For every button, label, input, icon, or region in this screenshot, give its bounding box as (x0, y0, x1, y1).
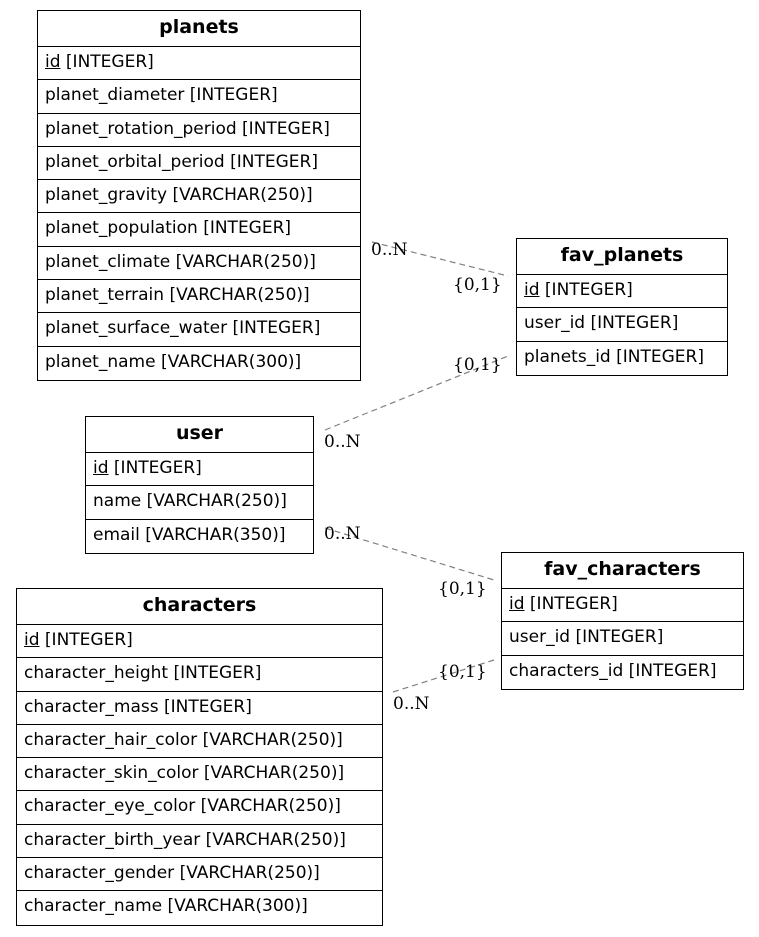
card-fav-planets-to-1: {0,1} (453, 275, 502, 295)
field-row: name [VARCHAR(250)] (86, 486, 313, 520)
field-row: id [INTEGER] (517, 275, 727, 309)
card-fav-characters-to-2: {0,1} (438, 662, 487, 682)
field-row: planet_gravity [VARCHAR(250)] (38, 180, 360, 214)
entity-title: user (86, 417, 313, 453)
field-row: planet_diameter [INTEGER] (38, 80, 360, 114)
card-planets-from: 0..N (371, 240, 408, 260)
field-row: id [INTEGER] (38, 47, 360, 81)
card-characters-from: 0..N (393, 694, 430, 714)
entity-planets[interactable]: planets id [INTEGER] planet_diameter [IN… (37, 10, 361, 381)
field-row: planet_rotation_period [INTEGER] (38, 114, 360, 147)
field-row: user_id [INTEGER] (502, 622, 743, 656)
relation-characters-fav-characters (392, 659, 495, 693)
field-row: planets_id [INTEGER] (524, 346, 704, 367)
field-row: email [VARCHAR(350)] (93, 524, 286, 545)
field-row: character_skin_color [VARCHAR(250)] (17, 758, 382, 792)
field-row: planet_name [VARCHAR(300)] (45, 351, 302, 372)
entity-user[interactable]: user id [INTEGER] name [VARCHAR(250)] em… (85, 416, 314, 554)
field-row: character_hair_color [VARCHAR(250)] (17, 725, 382, 759)
field-row: id [INTEGER] (17, 625, 382, 659)
field-row: character_birth_year [VARCHAR(250)] (17, 825, 382, 859)
entity-title: planets (38, 11, 360, 47)
field-row: character_height [INTEGER] (17, 658, 382, 692)
entity-title: characters (17, 589, 382, 625)
entity-title: fav_characters (502, 553, 743, 589)
field-row: character_eye_color [VARCHAR(250)] (17, 791, 382, 825)
entity-characters[interactable]: characters id [INTEGER] character_height… (16, 588, 383, 926)
field-row: planet_terrain [VARCHAR(250)] (38, 280, 360, 314)
field-row: character_name [VARCHAR(300)] (24, 896, 308, 917)
field-row: planet_climate [VARCHAR(250)] (38, 247, 360, 281)
relation-planets-fav-planets (371, 241, 509, 277)
card-fav-characters-to-1: {0,1} (438, 579, 487, 599)
entity-fav-planets[interactable]: fav_planets id [INTEGER] user_id [INTEGE… (516, 238, 728, 376)
field-row: characters_id [INTEGER] (509, 660, 717, 681)
field-row: character_gender [VARCHAR(250)] (17, 858, 382, 892)
card-user-from-2: 0..N (324, 524, 361, 544)
field-row: user_id [INTEGER] (517, 308, 727, 342)
field-row: id [INTEGER] (502, 589, 743, 623)
entity-title: fav_planets (517, 239, 727, 275)
relation-user-fav-planets (324, 355, 509, 431)
field-row: character_mass [INTEGER] (17, 692, 382, 725)
field-row: planet_orbital_period [INTEGER] (38, 147, 360, 181)
entity-fav-characters[interactable]: fav_characters id [INTEGER] user_id [INT… (501, 552, 744, 690)
field-row: planet_population [INTEGER] (38, 213, 360, 247)
field-row: id [INTEGER] (86, 453, 313, 487)
field-row: planet_surface_water [INTEGER] (38, 313, 360, 347)
card-fav-planets-to-2: {0,1} (453, 355, 502, 375)
card-user-from-1: 0..N (324, 432, 361, 452)
